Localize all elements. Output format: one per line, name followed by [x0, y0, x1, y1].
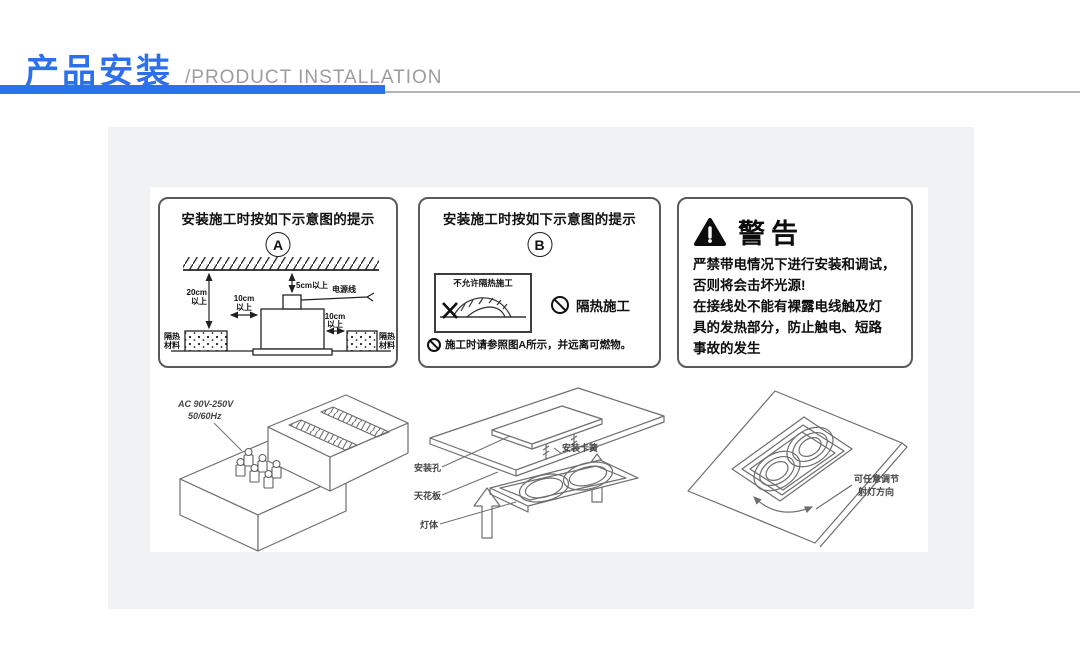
- left-gap-label-2: 以上: [236, 302, 252, 312]
- prohibition-icon: [551, 296, 569, 314]
- page-header: 产品安装 /PRODUCT INSTALLATION: [0, 0, 1080, 100]
- panel-a-title: 安装施工时按如下示意图的提示: [181, 212, 375, 227]
- insulation-left-label-2: 材料: [164, 340, 180, 350]
- lamp-fixture: [252, 294, 333, 356]
- panel-b-note: 施工时请参照图A所示，并远离可燃物。: [445, 339, 632, 351]
- right-gap-label-1: 10cm: [325, 312, 345, 321]
- spring-clip: [570, 434, 578, 450]
- ceiling-label: 天花板: [414, 490, 442, 501]
- mounting-sketch: 安装孔 天花板 灯体 安装卡簧: [414, 387, 665, 539]
- warning-header: 警告: [693, 212, 911, 251]
- warning-title: 警告: [738, 219, 804, 249]
- right-gap-label-2: 以上: [327, 319, 343, 329]
- spot-head: [786, 426, 834, 468]
- warning-line: 具的发热部分，防止触电、短路: [693, 320, 882, 336]
- warning-text: 严禁带电情况下进行安装和调试， 否则将会击坏光源! 在接线处不能有裸露电线触及灯…: [693, 254, 898, 359]
- driver-box-sketch: AC 90V-250V 50/60Hz: [177, 394, 409, 552]
- x-mark: [442, 302, 458, 319]
- page-title: 产品安装 /PRODUCT INSTALLATION: [25, 44, 442, 93]
- ceiling-hatch: [183, 257, 379, 271]
- header-accent-bar: [0, 85, 385, 94]
- leader-line: [815, 484, 853, 510]
- installation-card: 安装施工时按如下示意图的提示 A: [108, 127, 974, 609]
- warning-line: 严禁带电情况下进行安装和调试，: [693, 257, 896, 272]
- voltage-label-2: 50/60Hz: [188, 411, 222, 421]
- dimension-arrows: [205, 272, 346, 335]
- clearance-diagram: 20cm 以上 10cm 以上 5cm以上 电源线 10cm 以上 隔热 材料 …: [164, 257, 395, 356]
- power-cord-line: [300, 292, 375, 302]
- upper-box-top: [267, 394, 409, 458]
- adjust-label-2: 射灯方向: [857, 486, 894, 497]
- warning-panel: 警告 严禁带电情况下进行安装和调试， 否则将会击坏光源! 在接线处不能有裸露电线…: [677, 197, 913, 368]
- prohibition-icon: [427, 337, 441, 352]
- left-clearance-label-2: 以上: [191, 296, 207, 306]
- warning-line: 否则将会击坏光源!: [693, 278, 806, 294]
- left-clearance-label-1: 20cm: [187, 288, 207, 297]
- vent-slots: [320, 406, 390, 438]
- voltage-leader-line: [213, 422, 243, 452]
- insulation-right-label-1: 隔热: [379, 331, 395, 341]
- header-divider-line: [385, 91, 1080, 93]
- top-clearance-label: 5cm以上: [296, 280, 328, 290]
- note-row: 施工时请参照图A所示，并远离可燃物。: [427, 337, 631, 352]
- no-insulation-box: 不允许隔热施工: [434, 273, 532, 333]
- leader-lines: [439, 435, 563, 525]
- body-label: 灯体: [420, 519, 439, 530]
- spring-clip: [542, 444, 550, 460]
- warning-line: 事故的发生: [693, 341, 761, 357]
- panel-b-title: 安装施工时按如下示意图的提示: [442, 212, 637, 227]
- no-insulation-caption: 不允许隔热施工: [453, 278, 513, 288]
- hole-label: 安装孔: [414, 462, 441, 473]
- warning-line: 在接线处不能有裸露电线触及灯: [693, 299, 882, 315]
- installation-figure: 安装施工时按如下示意图的提示 A: [150, 187, 928, 552]
- panel-a-badge: A: [265, 232, 291, 257]
- adjustable-sketch: 可任意调节 射灯方向: [687, 390, 908, 548]
- insulation-blocks: [171, 330, 391, 352]
- vent-slots: [288, 419, 358, 451]
- insulation-left-label-1: 隔热: [164, 331, 180, 341]
- power-cord-label: 电源线: [332, 284, 356, 294]
- spot-head: [753, 450, 801, 492]
- terminal-blocks: [235, 447, 282, 489]
- rotate-arrow: [753, 496, 814, 514]
- insulation-right-label-2: 材料: [379, 340, 395, 350]
- warning-triangle-icon: [694, 217, 726, 246]
- page-title-cn: 产品安装: [25, 53, 173, 91]
- prohibited-label: 隔热施工: [576, 299, 630, 314]
- adjust-label-1: 可任意调节: [854, 473, 899, 484]
- covered-lamp-sketch: [440, 297, 526, 319]
- panel-a: 安装施工时按如下示意图的提示 A: [158, 197, 398, 368]
- page-title-en: /PRODUCT INSTALLATION: [185, 67, 443, 88]
- panel-b: 安装施工时按如下示意图的提示 B 不允许隔热施工: [418, 197, 661, 368]
- clip-label: 安装卡簧: [562, 442, 598, 453]
- voltage-label-1: AC 90V-250V: [177, 399, 234, 409]
- prohibited-row: 隔热施工: [551, 295, 630, 315]
- left-gap-label-1: 10cm: [234, 294, 254, 303]
- panel-b-badge: B: [527, 232, 552, 257]
